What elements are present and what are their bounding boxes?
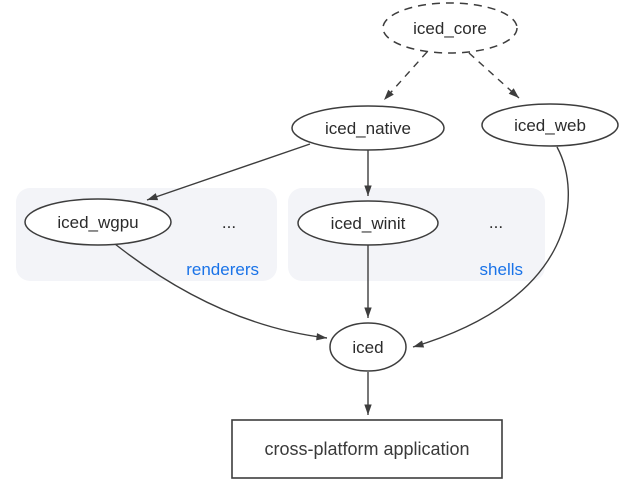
iced_wgpu-label: iced_wgpu — [57, 213, 138, 232]
node-iced_web: iced_web — [481, 103, 619, 147]
iced_winit-label: iced_winit — [331, 214, 406, 233]
node-iced_native: iced_native — [291, 105, 445, 151]
renderers-ellipsis: ... — [222, 213, 236, 232]
node-iced_wgpu: iced_wgpu — [24, 198, 172, 246]
iced_native-ellipse — [291, 105, 445, 151]
application-rect — [231, 419, 503, 479]
iced_wgpu-ellipse — [24, 198, 172, 246]
group-label-renderers: renderers — [186, 260, 259, 279]
iced-ellipse — [329, 322, 407, 372]
edge-iced_web-to-iced — [412, 146, 570, 348]
application-label: cross-platform application — [264, 439, 469, 459]
node-iced: iced — [329, 322, 407, 372]
node-cross-platform-application: cross-platform application — [231, 419, 503, 479]
edge-iced_core-to-iced_native — [383, 51, 428, 101]
iced_web-ellipse — [481, 103, 619, 147]
iced-label: iced — [352, 338, 383, 357]
edge-iced_core-to-iced_web — [468, 52, 520, 99]
iced_core-ellipse — [382, 2, 518, 54]
node-iced_winit: iced_winit — [297, 200, 439, 246]
node-iced_core: iced_core — [382, 2, 518, 54]
shells-ellipsis: ... — [489, 213, 503, 232]
iced_winit-ellipse — [297, 200, 439, 246]
group-label-shells: shells — [480, 260, 523, 279]
iced_web-label: iced_web — [514, 116, 586, 135]
iced_native-label: iced_native — [325, 119, 411, 138]
edge-iced_wgpu-to-iced — [114, 243, 328, 341]
edge-iced_native-to-iced_wgpu — [146, 143, 311, 201]
iced_core-label: iced_core — [413, 19, 487, 38]
